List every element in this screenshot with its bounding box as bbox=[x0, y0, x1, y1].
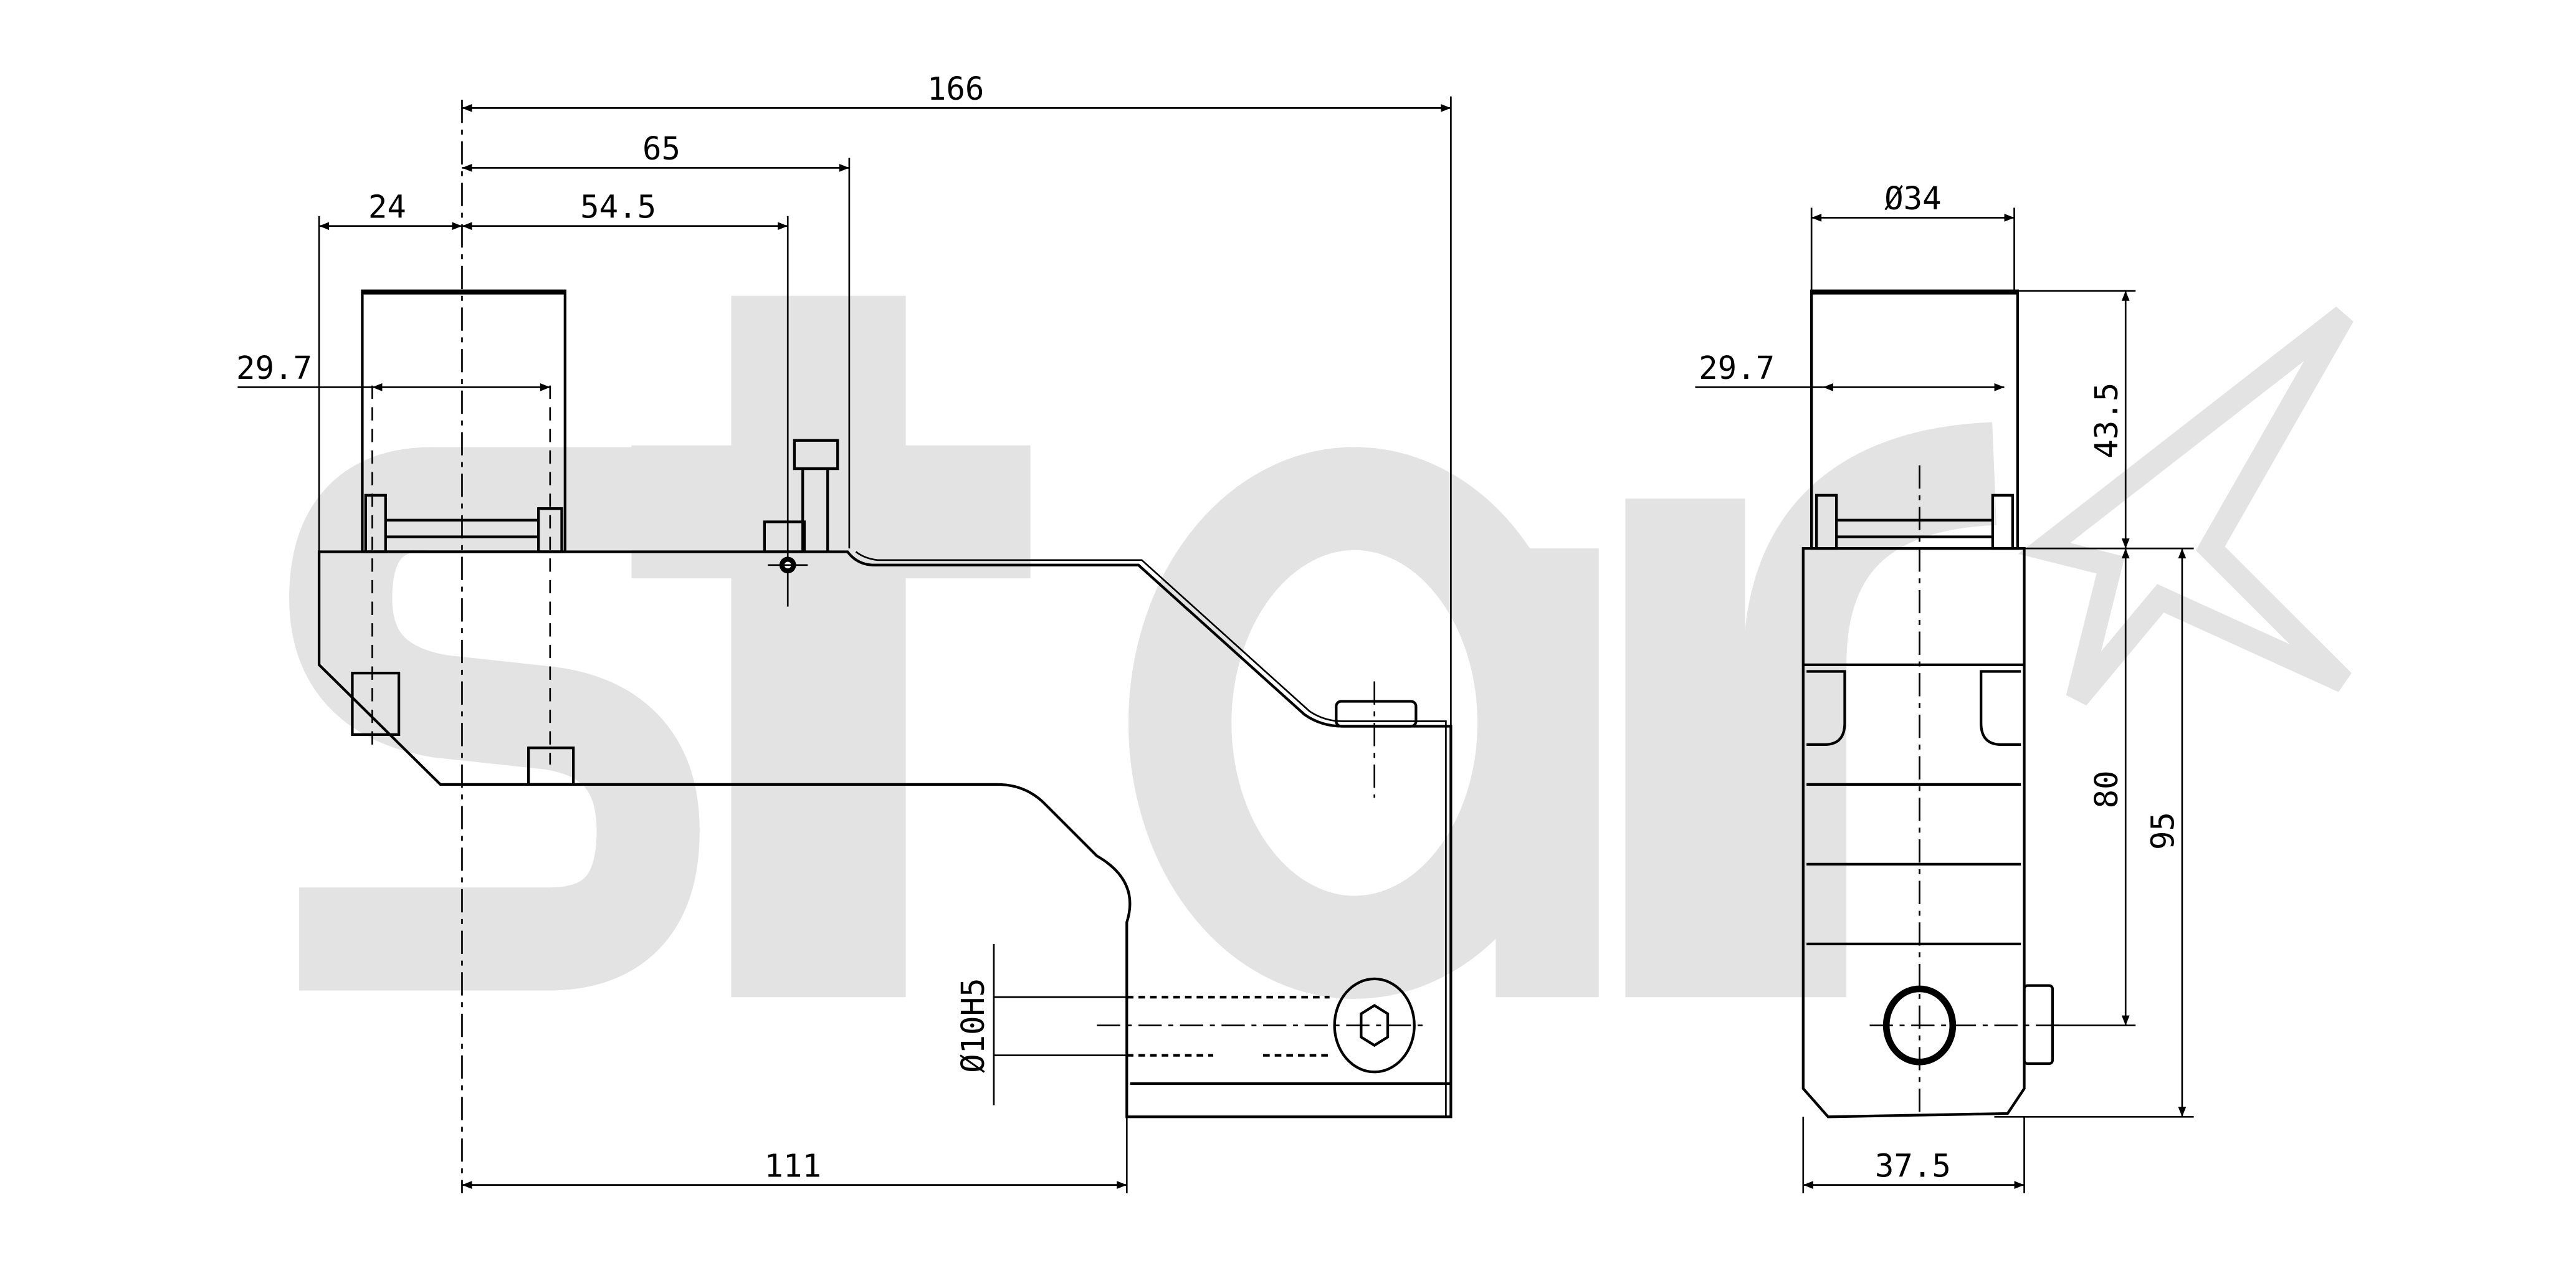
dim-lower-length: 111 bbox=[764, 1147, 821, 1184]
dim-pin-spacing-left: 24 bbox=[368, 188, 406, 225]
dim-overall-height: 95 bbox=[2145, 812, 2182, 850]
logo-letter-a-bowl bbox=[1128, 447, 1581, 999]
logo-letter-s bbox=[289, 447, 700, 991]
logo-star-icon bbox=[2018, 307, 2354, 706]
dim-diameter: Ø34 bbox=[1884, 180, 1942, 217]
dim-overall-length: 166 bbox=[927, 70, 985, 107]
dim-pin-spacing-right: 54.5 bbox=[580, 188, 656, 225]
dim-end-block-width: 29.7 bbox=[1699, 350, 1775, 386]
side-view: 166 65 24 54.5 29.7 111 Ø10H5 bbox=[236, 70, 1453, 1193]
side-tab bbox=[2023, 984, 2054, 1066]
stair-logo-watermark bbox=[289, 295, 2354, 999]
logo-letter-t-stem bbox=[731, 295, 906, 998]
dim-screw-position: 65 bbox=[642, 130, 680, 167]
dim-block-width: 29.7 bbox=[236, 350, 312, 386]
dim-bore-diameter: Ø10H5 bbox=[955, 978, 991, 1072]
pivot-circle bbox=[1333, 977, 1416, 1074]
bracket-outline bbox=[317, 550, 1453, 1119]
logo-letter-r bbox=[1743, 422, 1997, 998]
logo-letter-a-stem bbox=[1496, 548, 1599, 998]
dim-center-height: 80 bbox=[2088, 770, 2125, 808]
logo-letter-t-bar bbox=[631, 445, 1031, 579]
dim-width: 37.5 bbox=[1875, 1147, 1951, 1184]
end-view: Ø34 29.7 43.5 80 95 37.5 bbox=[1695, 180, 2194, 1193]
logo-letter-i bbox=[1625, 499, 1745, 998]
end-body bbox=[1801, 547, 2026, 1119]
bore-hole bbox=[1882, 985, 1957, 1066]
screw-head bbox=[793, 439, 839, 470]
dim-block-height: 43.5 bbox=[2088, 383, 2125, 459]
